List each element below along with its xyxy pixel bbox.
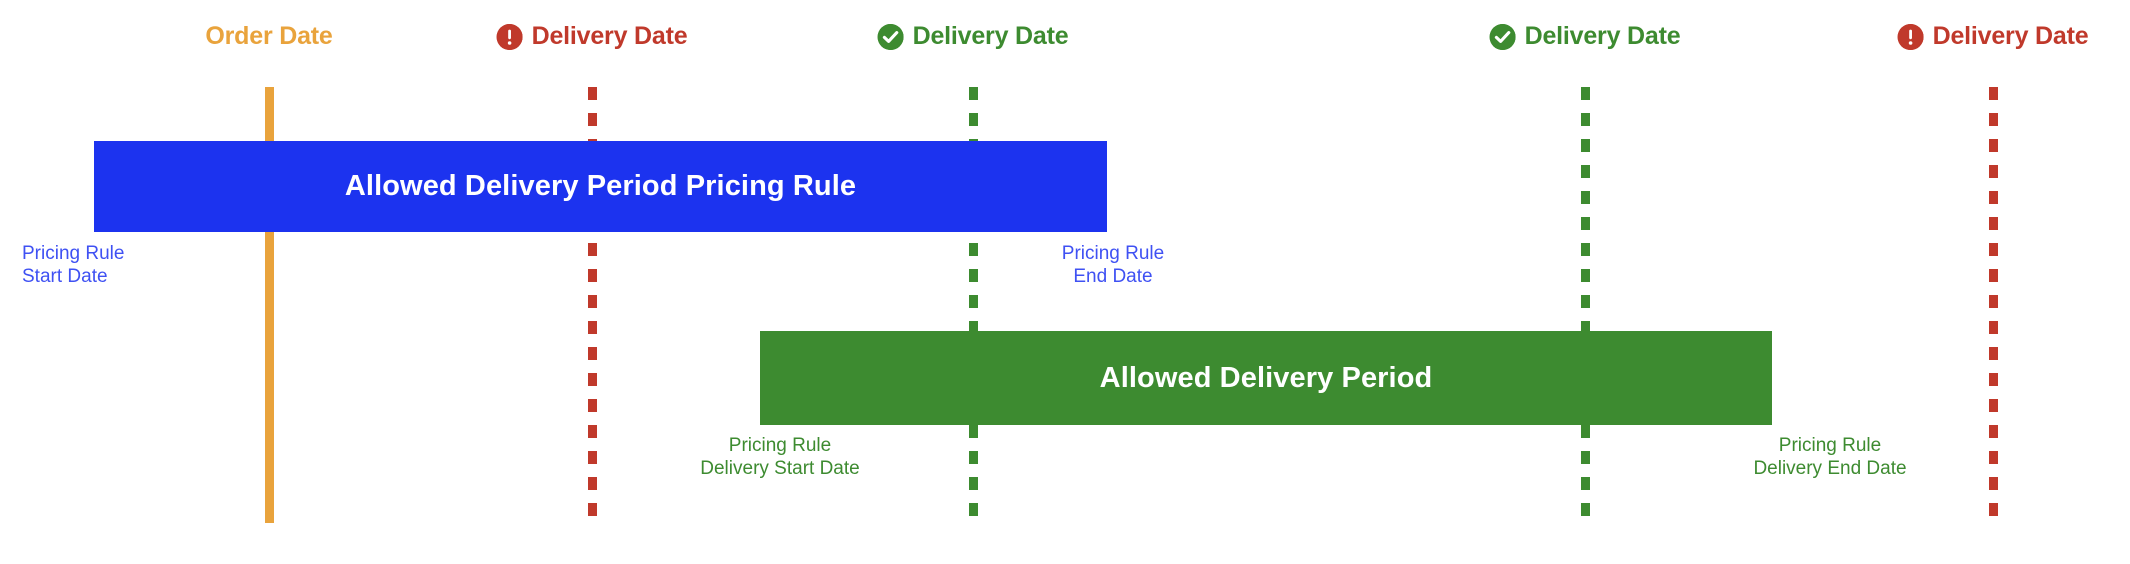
- check-icon: [1489, 23, 1516, 50]
- alert-icon: [1897, 23, 1924, 50]
- allowed-delivery-period-bar: Allowed Delivery Period: [760, 331, 1772, 425]
- caption-pricing-rule-start-date: Pricing Rule Start Date: [22, 243, 125, 288]
- pricing-rule-bar: Allowed Delivery Period Pricing Rule: [94, 141, 1107, 232]
- marker-line-delivery-date-2: [969, 87, 978, 523]
- marker-label-delivery-date-2: Delivery Date: [877, 22, 1069, 51]
- allowed-delivery-period-bar-label: Allowed Delivery Period: [1099, 361, 1433, 394]
- caption-pricing-rule-delivery-end-date: Pricing Rule Delivery End Date: [1753, 435, 1907, 480]
- marker-label-text: Order Date: [205, 22, 333, 50]
- marker-line-delivery-date-1: [588, 87, 597, 523]
- marker-line-delivery-date-3: [1581, 87, 1590, 523]
- marker-label-text: Delivery Date: [1524, 22, 1681, 50]
- check-icon: [877, 23, 904, 50]
- marker-label-text: Delivery Date: [1932, 22, 2089, 50]
- marker-label-text: Delivery Date: [531, 22, 688, 50]
- marker-line-order-date: [265, 87, 274, 523]
- caption-pricing-rule-end-date: Pricing Rule End Date: [1061, 243, 1165, 288]
- marker-label-delivery-date-3: Delivery Date: [1489, 22, 1681, 51]
- alert-icon: [496, 23, 523, 50]
- pricing-rule-bar-label: Allowed Delivery Period Pricing Rule: [344, 170, 857, 202]
- marker-label-delivery-date-4: Delivery Date: [1897, 22, 2089, 51]
- caption-pricing-rule-delivery-start-date: Pricing Rule Delivery Start Date: [700, 435, 860, 480]
- marker-label-delivery-date-1: Delivery Date: [496, 22, 688, 51]
- marker-label-order-date: Order Date: [205, 22, 332, 51]
- marker-label-text: Delivery Date: [912, 22, 1069, 50]
- marker-line-delivery-date-4: [1989, 87, 1998, 523]
